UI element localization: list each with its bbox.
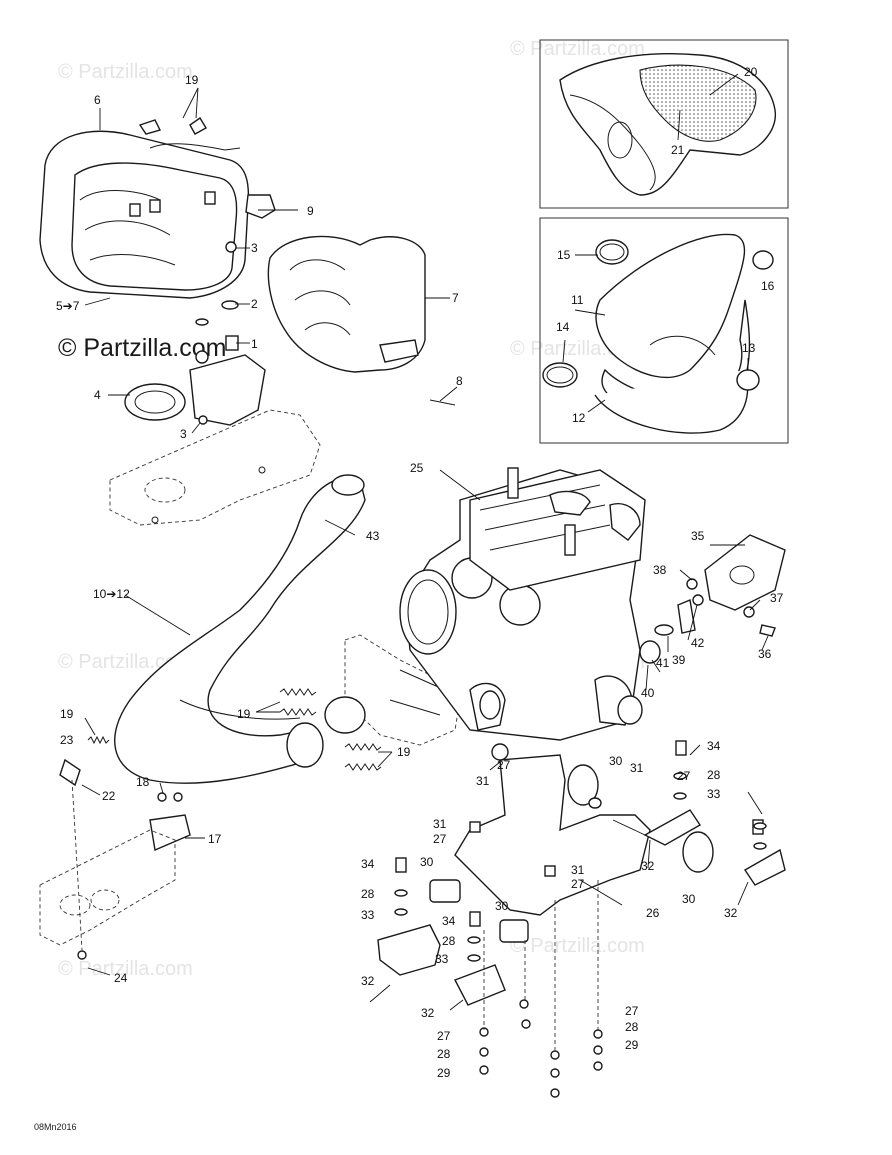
callout-27-center: 27 (677, 769, 691, 783)
callout-30-mid: 30 (495, 899, 509, 913)
springs (87, 688, 382, 771)
callout-36: 36 (758, 647, 772, 661)
callout-43: 43 (366, 529, 380, 543)
callout-23: 23 (60, 733, 74, 747)
callout-39: 39 (672, 653, 686, 667)
callout-28-mid: 28 (442, 934, 456, 948)
engine-block (399, 467, 646, 741)
inset-box-seat (539, 217, 789, 444)
watermark-top-left: © Partzilla.com (58, 61, 193, 83)
callout-41: 41 (656, 656, 670, 670)
callout-32-mid: 32 (641, 859, 655, 873)
callout-9: 9 (307, 204, 314, 218)
callout-13: 13 (742, 341, 756, 355)
rear-bracket (39, 758, 191, 960)
callout-27-bottom-right: 27 (625, 1004, 639, 1018)
callout-26: 26 (646, 906, 660, 920)
callout-5-7: 5➔7 (56, 299, 80, 313)
muffler-bracket (124, 241, 266, 426)
callout-28-left: 28 (361, 887, 375, 901)
callout-34-right: 34 (707, 739, 721, 753)
inset-muffler-shield (559, 53, 776, 196)
muffler-shell (267, 235, 456, 406)
callout-17: 17 (208, 832, 222, 846)
callout-28-bottom-left: 28 (437, 1047, 451, 1061)
callout-6: 6 (94, 93, 101, 107)
engine-support-bracket (454, 743, 786, 916)
callout-33-right: 33 (707, 787, 721, 801)
watermark-mid-left: © Partzilla.com (58, 651, 193, 673)
callout-22: 22 (102, 789, 116, 803)
callout-19-springs-left: 19 (237, 707, 251, 721)
callout-37: 37 (770, 591, 784, 605)
callout-33-mid: 33 (435, 952, 449, 966)
callout-20: 20 (744, 65, 758, 79)
callout-31-center: 31 (630, 761, 644, 775)
callout-8: 8 (456, 374, 463, 388)
callout-31-lower: 31 (571, 863, 585, 877)
callout-27-left: 27 (497, 758, 511, 772)
callout-40: 40 (641, 686, 655, 700)
inset-box-top (539, 39, 789, 209)
callout-33-left: 33 (361, 908, 375, 922)
muffler-assembly (39, 116, 276, 299)
callout-14: 14 (556, 320, 570, 334)
callout-12: 12 (572, 411, 586, 425)
callout-27-upper: 27 (433, 832, 447, 846)
leader-lines (81, 73, 769, 1011)
callout-11: 11 (571, 293, 584, 307)
callout-34-mid: 34 (442, 914, 456, 928)
callout-19-springs-right: 19 (397, 745, 411, 759)
callout-29-bottom-left: 29 (437, 1066, 451, 1080)
callout-25: 25 (410, 461, 424, 475)
callout-1: 1 (251, 337, 258, 351)
callout-2: 2 (251, 297, 258, 311)
watermark-bottom-left: © Partzilla.com (58, 958, 193, 980)
exhaust-pipe (114, 474, 366, 784)
callout-32-right: 32 (724, 906, 738, 920)
callout-31-left: 31 (476, 774, 490, 788)
callout-labels: 19 6 9 3 2 1 4 3 5➔7 7 8 20 21 15 16 11 … (56, 65, 784, 1080)
callout-15: 15 (557, 248, 571, 262)
diagram-code: 08Mn2016 (34, 1122, 77, 1132)
callout-27-bottom-left: 27 (437, 1029, 451, 1043)
watermark-top-right: © Partzilla.com (510, 38, 645, 60)
callout-16: 16 (761, 279, 775, 293)
callout-3-top: 3 (251, 241, 258, 255)
callout-7: 7 (452, 291, 459, 305)
callout-28-bottom-right: 28 (625, 1020, 639, 1034)
callout-21: 21 (671, 143, 685, 157)
callout-34-left: 34 (361, 857, 375, 871)
faint-watermarks: © Partzilla.com © Partzilla.com © Partzi… (58, 38, 645, 980)
callout-18: 18 (136, 775, 150, 789)
callout-3-bottom: 3 (180, 427, 187, 441)
callout-19-left: 19 (60, 707, 74, 721)
callout-19-top: 19 (185, 73, 199, 87)
callout-4: 4 (94, 388, 101, 402)
inset-exhaust-boot (542, 233, 774, 434)
callout-29-bottom-right: 29 (625, 1038, 639, 1052)
callout-28-right: 28 (707, 768, 721, 782)
callout-30-right: 30 (682, 892, 696, 906)
callout-42: 42 (691, 636, 705, 650)
callout-24: 24 (114, 971, 128, 985)
callout-27-lower: 27 (571, 877, 585, 891)
callout-35: 35 (691, 529, 705, 543)
callout-10-12: 10➔12 (93, 587, 130, 601)
heat-shield-plate (109, 409, 321, 526)
callout-31-upper: 31 (433, 817, 447, 831)
callout-32-lower: 32 (421, 1006, 435, 1020)
watermark-bottom-right: © Partzilla.com (510, 935, 645, 957)
rubber-mounts (377, 740, 767, 1098)
callout-32-left: 32 (361, 974, 375, 988)
callout-30-center: 30 (609, 754, 623, 768)
callout-30-left: 30 (420, 855, 434, 869)
callout-38: 38 (653, 563, 667, 577)
engine-mount-plate (639, 534, 786, 664)
